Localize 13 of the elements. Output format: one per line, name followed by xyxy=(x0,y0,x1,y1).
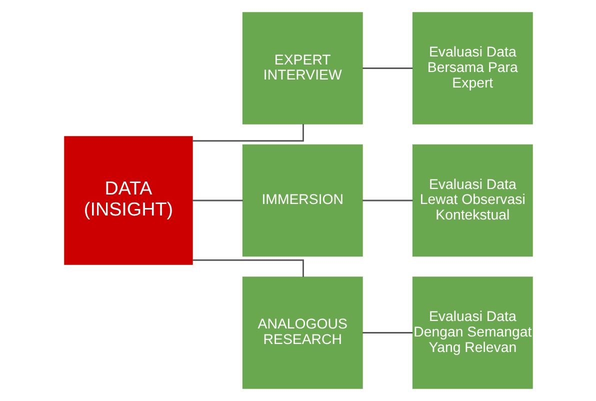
connector xyxy=(192,124,304,142)
node-box: ANALOGOUS RESEARCH xyxy=(242,276,362,389)
connector xyxy=(192,200,242,202)
node-box: Evaluasi Data Lewat Observasi Kontekstual xyxy=(412,144,532,257)
node-box: Evaluasi Data Bersama Para Expert xyxy=(412,12,532,124)
node-box: Evaluasi Data Dengan Semangat Yang Relevan xyxy=(412,276,532,389)
node-box: DATA (INSIGHT) xyxy=(64,136,192,265)
connector xyxy=(362,332,412,334)
connector xyxy=(362,200,412,202)
node-box: EXPERT INTERVIEW xyxy=(242,12,362,124)
connector xyxy=(362,68,412,69)
connector xyxy=(192,259,304,277)
node-box: IMMERSION xyxy=(242,144,362,257)
